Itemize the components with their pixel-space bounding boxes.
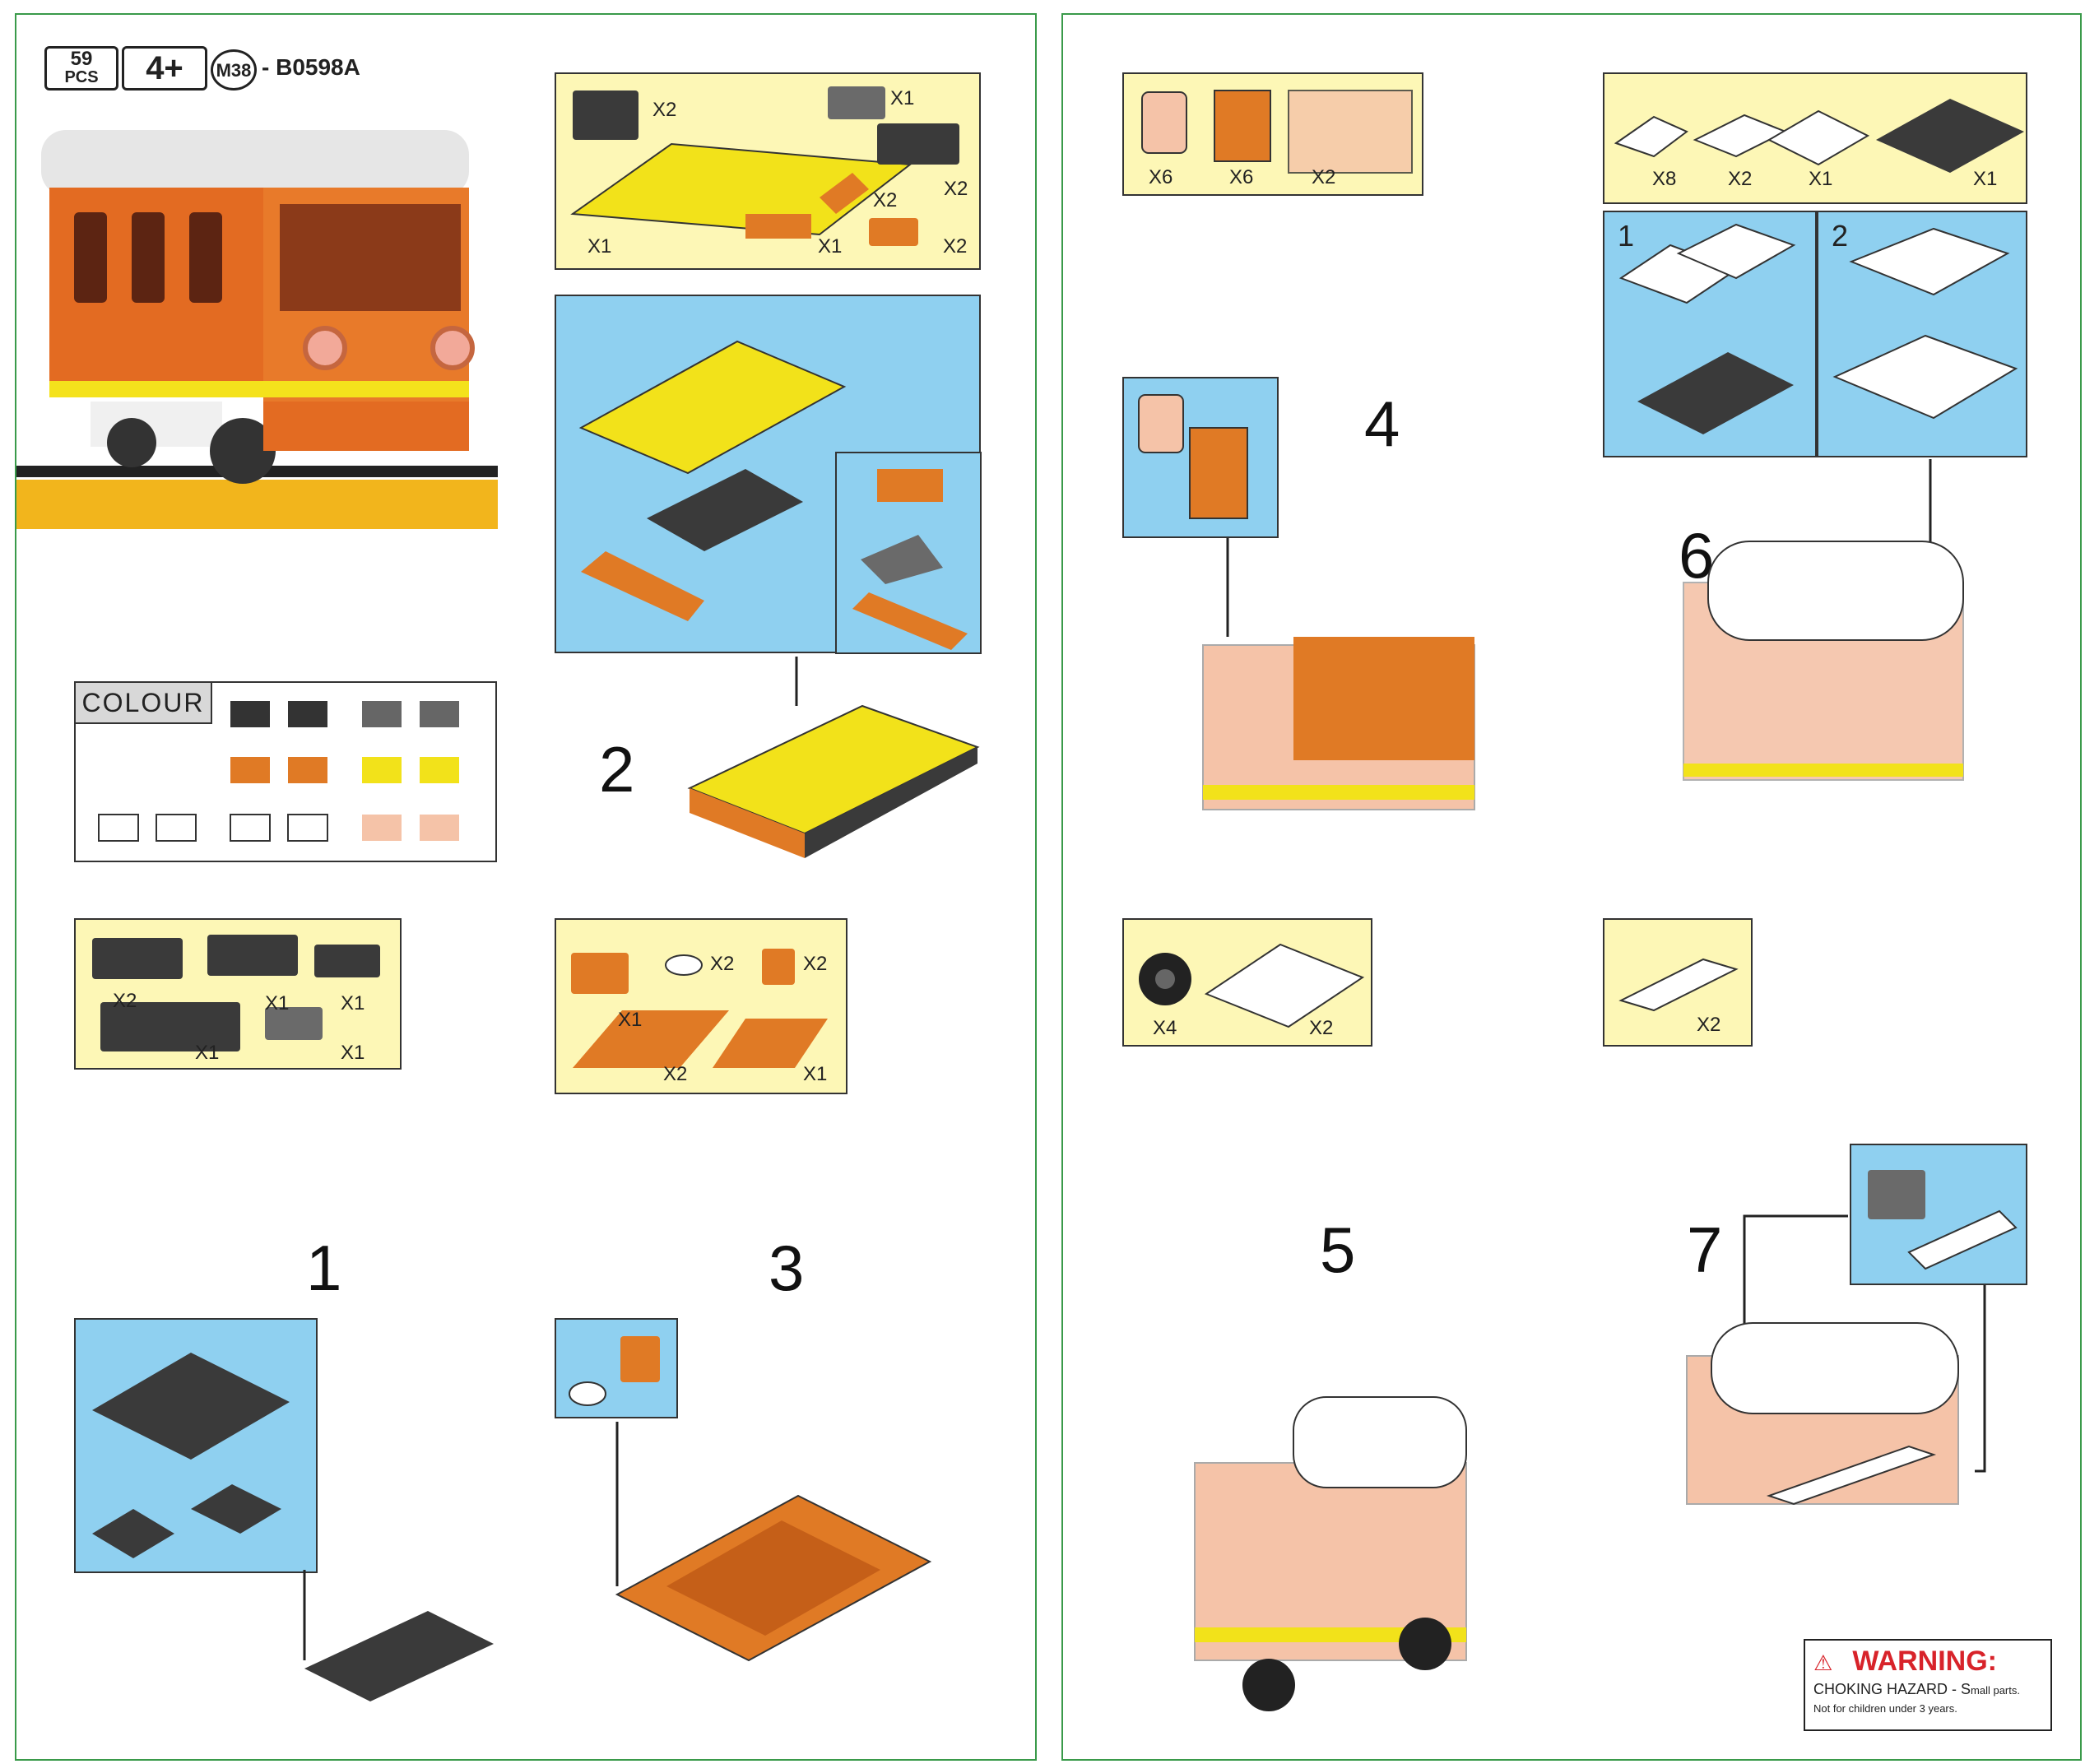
step2-result-illustration — [687, 657, 980, 858]
step-number-4: 4 — [1364, 388, 1400, 460]
step6-qty-1: X8 — [1652, 168, 1677, 190]
product-photo — [16, 97, 498, 529]
series-badge: M38 — [211, 49, 257, 91]
step2-qty-4: X2 — [873, 189, 898, 211]
age-badge: 4+ — [122, 46, 207, 91]
piece-count: 59 — [70, 48, 93, 70]
step1-qty-5: X1 — [341, 1042, 365, 1064]
step4-qty-3: X2 — [1312, 166, 1336, 188]
step5-parts-illustration — [1139, 943, 1365, 1028]
warning-box: ⚠WARNING: CHOKING HAZARD - Small parts. … — [1804, 1639, 2052, 1731]
step3-qty-4: X2 — [663, 1063, 688, 1085]
left-page: 59 PCS 4+ M38 - B0598A — [15, 13, 1037, 1761]
step-number-2: 2 — [599, 733, 635, 805]
step-number-1: 1 — [306, 1232, 342, 1304]
step-number-3: 3 — [769, 1232, 805, 1304]
step6-qty-2: X2 — [1728, 168, 1753, 190]
step7-result-illustration — [1686, 1214, 1986, 1506]
step5-result-illustration — [1194, 1396, 1467, 1711]
parts-list-step1: X2 X1 X1 X1 X1 — [74, 918, 402, 1070]
parts-list-step5: X4 X2 — [1122, 918, 1372, 1047]
step2-qty-3: X2 — [944, 178, 968, 200]
age-label: 4+ — [146, 50, 183, 86]
parts-list-step3: X1 X2 X2 X2 X1 — [555, 918, 847, 1094]
parts-list-step4: X6 X6 X2 — [1122, 72, 1423, 196]
step2-parts-illustration — [570, 86, 959, 246]
step1-assembly-illustration — [92, 1353, 290, 1558]
colour-swatches — [98, 701, 459, 842]
step7-parts-illustration — [1618, 958, 1739, 1012]
step5-qty-1: X4 — [1153, 1017, 1177, 1039]
parts-list-step2: X2 X1 X2 X2 X1 X1 X2 — [555, 72, 981, 270]
step6-parts-illustration — [1614, 99, 2024, 173]
step7-instruction-panel — [1850, 1144, 2027, 1285]
step3-qty-2: X2 — [710, 953, 735, 975]
parts-list-step6: X8 X2 X1 X1 — [1603, 72, 2027, 204]
piece-count-badge: 59 PCS — [44, 46, 118, 91]
step-number-7: 7 — [1687, 1214, 1723, 1286]
step3-assembly-illustration — [569, 1336, 660, 1406]
step4-result-illustration — [1202, 538, 1475, 810]
step1-instruction-panel — [74, 1318, 318, 1573]
right-page: X6 X6 X2 4 X4 X2 5 — [1061, 13, 2082, 1761]
step2-qty-7: X2 — [943, 235, 968, 258]
step2-qty-1: X2 — [652, 99, 677, 121]
parts-list-step7: X2 — [1603, 918, 1753, 1047]
colour-chart-label: COLOUR — [76, 683, 212, 724]
step4-parts-illustration — [1141, 90, 1413, 174]
step6-instruction-panel-2: 2 — [1817, 211, 2027, 457]
step3-result-illustration — [615, 1422, 932, 1662]
step4-qty-1: X6 — [1149, 166, 1173, 188]
step-number-5: 5 — [1320, 1214, 1356, 1286]
step5-qty-2: X2 — [1309, 1017, 1334, 1039]
step3-qty-5: X1 — [803, 1063, 828, 1085]
warning-title-row: ⚠ WARNING: — [1813, 1646, 2042, 1678]
step7-qty-1: X2 — [1697, 1014, 1721, 1036]
step4-assembly-illustration — [1138, 394, 1248, 519]
model-number: - B0598A — [262, 54, 360, 80]
step3-parts-illustration — [571, 949, 828, 1068]
step6-qty-4: X1 — [1973, 168, 1998, 190]
step1-qty-4: X1 — [195, 1042, 220, 1064]
step6-sub-step-2: 2 — [1832, 219, 1849, 253]
warning-line1-main: CHOKING HAZARD - S — [1813, 1681, 1971, 1697]
piece-count-label: PCS — [64, 68, 99, 86]
step2-instruction-panel — [555, 295, 982, 654]
step2-assembly-illustration — [578, 340, 982, 654]
warning-title: WARNING: — [1852, 1646, 1997, 1677]
step1-qty-3: X1 — [341, 992, 365, 1014]
step6-instruction-panel-1: 1 — [1603, 211, 1817, 457]
step6-sub2-illustration — [1832, 227, 2018, 420]
step6-result-illustration — [1683, 459, 1964, 781]
step6-sub1-illustration — [1618, 223, 1796, 434]
train-photo-illustration — [16, 130, 498, 529]
step3-qty-3: X2 — [803, 953, 828, 975]
step1-qty-1: X2 — [113, 990, 137, 1012]
step6-sub-step-1: 1 — [1618, 219, 1635, 253]
step2-qty-6: X1 — [818, 235, 843, 258]
series-label: M38 — [216, 60, 252, 81]
warning-line1: CHOKING HAZARD - Small parts. — [1813, 1678, 2042, 1701]
step1-result-illustration — [303, 1570, 494, 1701]
step6-qty-3: X1 — [1809, 168, 1833, 190]
step4-qty-2: X6 — [1229, 166, 1254, 188]
step2-qty-2: X1 — [890, 87, 915, 109]
warning-line1-small: mall parts. — [1971, 1684, 2020, 1697]
step7-assembly-illustration — [1868, 1170, 2018, 1270]
step2-qty-5: X1 — [587, 235, 612, 258]
step3-qty-1: X1 — [618, 1009, 643, 1031]
step1-qty-2: X1 — [265, 992, 290, 1014]
step1-parts-illustration — [92, 935, 380, 1051]
colour-chart: COLOUR — [74, 681, 497, 862]
warning-triangle-icon: ⚠ — [1813, 1650, 1833, 1675]
warning-line2: Not for children under 3 years. — [1813, 1702, 1957, 1715]
step4-instruction-panel — [1122, 377, 1279, 538]
step3-instruction-panel — [555, 1318, 678, 1418]
